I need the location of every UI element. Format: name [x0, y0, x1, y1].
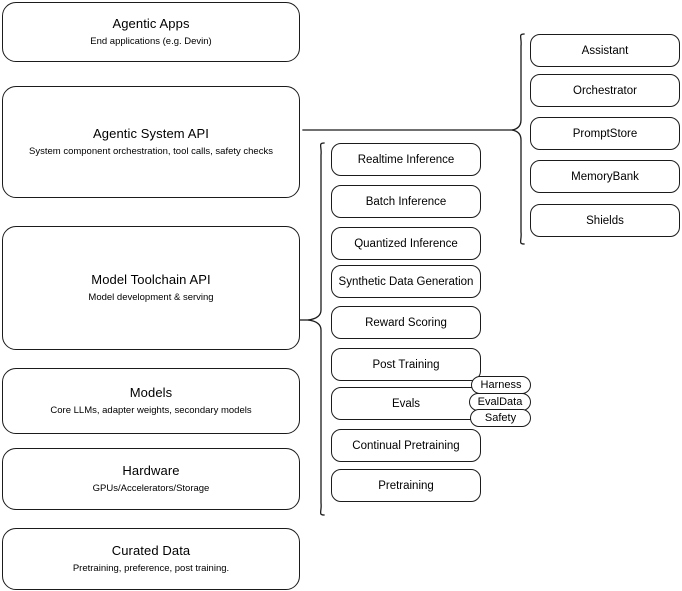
brace-toolchain-capabilities	[307, 142, 325, 516]
evals-tag-safety[interactable]: Safety	[470, 409, 531, 427]
capability-synthetic-data-generation[interactable]: Synthetic Data Generation	[331, 265, 481, 298]
capability-label: Reward Scoring	[365, 316, 447, 329]
layer-subtitle: Model development & serving	[88, 292, 214, 303]
layer-box-models: Models Core LLMs, adapter weights, secon…	[2, 368, 300, 434]
capability-label: Pretraining	[378, 479, 434, 492]
layer-title: Hardware	[122, 463, 180, 478]
system-component-label: Assistant	[581, 44, 629, 57]
system-component-memorybank[interactable]: MemoryBank	[530, 160, 680, 193]
brace-system-components	[511, 33, 525, 245]
system-component-shields[interactable]: Shields	[530, 204, 680, 237]
evals-tag-label: Safety	[484, 411, 517, 424]
capability-label: Batch Inference	[365, 195, 447, 208]
capability-reward-scoring[interactable]: Reward Scoring	[331, 306, 481, 339]
layer-subtitle: End applications (e.g. Devin)	[90, 36, 212, 47]
capability-evals[interactable]: Evals	[331, 387, 481, 420]
system-component-label: Orchestrator	[573, 84, 637, 97]
capability-batch-inference[interactable]: Batch Inference	[331, 185, 481, 218]
capability-label: Continual Pretraining	[352, 439, 460, 452]
layer-subtitle: System component orchestration, tool cal…	[29, 146, 273, 157]
layer-subtitle: Pretraining, preference, post training.	[72, 563, 230, 574]
layer-box-agentic-system-api: Agentic System API System component orch…	[2, 86, 300, 198]
capability-pretraining[interactable]: Pretraining	[331, 469, 481, 502]
capability-label: Realtime Inference	[357, 153, 455, 166]
layer-box-model-toolchain-api: Model Toolchain API Model development & …	[2, 226, 300, 350]
capability-label: Synthetic Data Generation	[338, 275, 474, 288]
capability-label: Post Training	[372, 358, 440, 371]
capability-label: Quantized Inference	[354, 237, 458, 250]
layer-box-curated-data: Curated Data Pretraining, preference, po…	[2, 528, 300, 590]
system-component-label: MemoryBank	[571, 170, 639, 183]
capability-post-training[interactable]: Post Training	[331, 348, 481, 381]
layer-subtitle: GPUs/Accelerators/Storage	[92, 483, 210, 494]
system-component-label: Shields	[586, 214, 624, 227]
capability-continual-pretraining[interactable]: Continual Pretraining	[331, 429, 481, 462]
layer-box-hardware: Hardware GPUs/Accelerators/Storage	[2, 448, 300, 510]
layer-title: Agentic Apps	[112, 16, 190, 31]
system-component-label: PromptStore	[572, 127, 638, 140]
evals-tag-label: Harness	[480, 378, 522, 391]
evals-tag-label: EvalData	[477, 395, 523, 408]
system-component-assistant[interactable]: Assistant	[530, 34, 680, 67]
capability-realtime-inference[interactable]: Realtime Inference	[331, 143, 481, 176]
layer-title: Agentic System API	[93, 126, 209, 141]
evals-tag-harness[interactable]: Harness	[471, 376, 531, 394]
layer-title: Model Toolchain API	[91, 272, 211, 287]
capability-label: Evals	[391, 397, 421, 410]
capability-quantized-inference[interactable]: Quantized Inference	[331, 227, 481, 260]
layer-title: Curated Data	[111, 543, 191, 558]
system-component-orchestrator[interactable]: Orchestrator	[530, 74, 680, 107]
layer-subtitle: Core LLMs, adapter weights, secondary mo…	[50, 405, 252, 416]
layer-box-agentic-apps: Agentic Apps End applications (e.g. Devi…	[2, 2, 300, 62]
layer-title: Models	[129, 385, 173, 400]
system-component-promptstore[interactable]: PromptStore	[530, 117, 680, 150]
